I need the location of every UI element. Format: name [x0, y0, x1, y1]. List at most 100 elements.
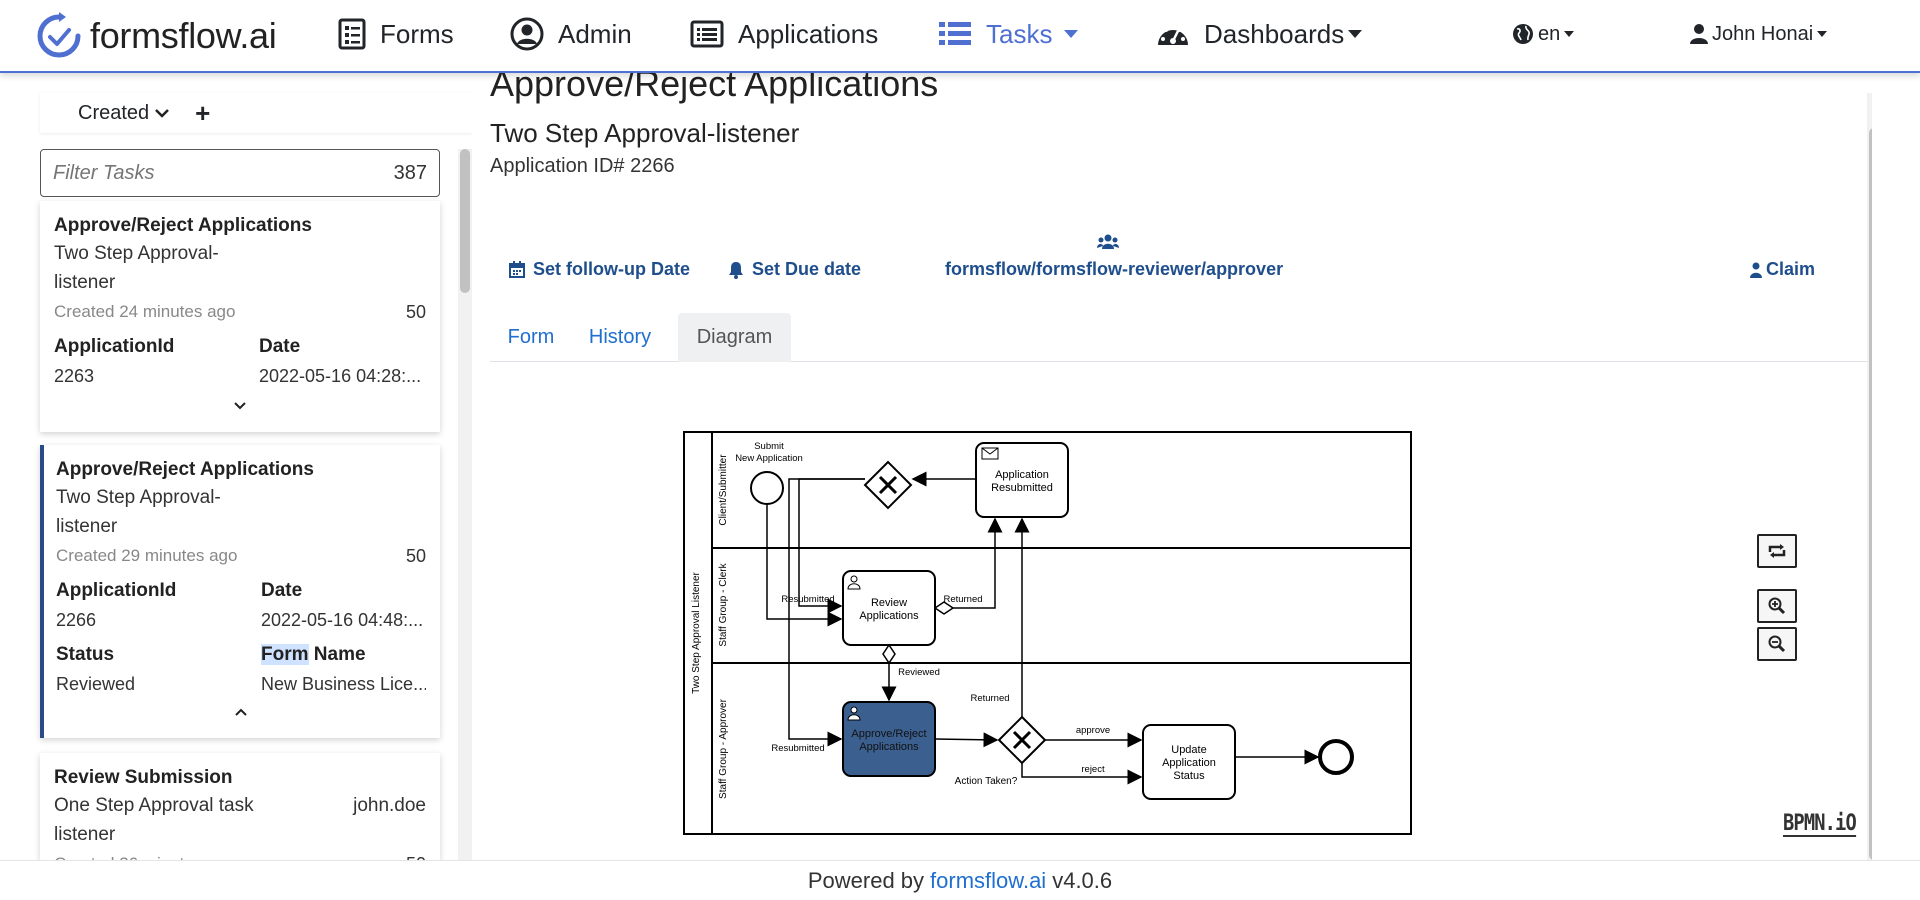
task-field-label: Date — [259, 336, 301, 357]
user-circle-icon — [510, 17, 544, 51]
tasks-list-icon — [939, 22, 971, 45]
nav-forms[interactable]: Forms — [338, 14, 454, 54]
language-selector[interactable]: en — [1512, 14, 1575, 54]
top-navbar: formsflow.ai Forms Admin Applications — [0, 0, 1920, 73]
task-card[interactable]: Approve/Reject Applications Two Step App… — [40, 201, 440, 432]
footer-link[interactable]: formsflow.ai — [930, 867, 1047, 893]
user-menu[interactable]: John Honai — [1690, 14, 1828, 54]
sidebar-scrollbar-thumb[interactable] — [460, 149, 470, 293]
nav-applications[interactable]: Applications — [690, 14, 878, 54]
forms-icon — [338, 18, 366, 50]
task-application-resubmitted[interactable] — [975, 442, 1069, 518]
task-label: Status — [1173, 770, 1205, 782]
label-text: Name — [308, 644, 366, 665]
zoom-in-icon — [1768, 597, 1786, 615]
task-label: Application — [995, 469, 1049, 481]
collapse-task-button[interactable] — [56, 699, 426, 727]
sidebar-scrollbar-track — [458, 149, 472, 860]
task-created: Created 36 minutes ago — [54, 849, 235, 860]
user-icon — [1750, 262, 1762, 278]
due-date-label: Set Due date — [752, 259, 862, 279]
zoom-out-button[interactable] — [1757, 627, 1797, 661]
end-event[interactable] — [1318, 739, 1354, 775]
highlighted-text: Form — [261, 644, 309, 665]
task-detail-title: Approve/Reject Applications — [490, 73, 939, 104]
flow-label: Reviewed — [898, 667, 940, 678]
start-event[interactable] — [750, 471, 784, 505]
nav-admin[interactable]: Admin — [510, 14, 632, 54]
expand-task-button[interactable] — [54, 391, 426, 419]
caret-down-icon — [1064, 30, 1079, 38]
task-label: Application — [1162, 757, 1216, 769]
chevron-up-icon — [235, 708, 247, 716]
sort-dropdown[interactable]: Created — [78, 102, 170, 125]
task-detail-panel: Approve/Reject Applications Two Step App… — [490, 73, 1872, 860]
task-field-label: Status — [56, 644, 115, 665]
zoom-in-button[interactable] — [1757, 589, 1797, 623]
lane-label: Staff Group - Clerk — [718, 562, 729, 646]
tab-diagram[interactable]: Diagram — [678, 313, 791, 362]
task-field-value: Reviewed — [56, 674, 136, 694]
task-title: Review Submission — [54, 767, 233, 788]
set-follow-up-date-button[interactable]: Set follow-up Date — [509, 259, 690, 280]
task-field-value: 2266 — [56, 610, 97, 630]
task-field-label: ApplicationId — [56, 580, 177, 601]
bell-icon — [729, 261, 743, 279]
bpmn-diagram[interactable]: Two Step Approval Listener Client/Submit… — [683, 431, 1413, 839]
flow-label: Returned — [943, 594, 982, 605]
tab-history[interactable]: History — [588, 326, 652, 348]
follow-up-label: Set follow-up Date — [533, 259, 690, 279]
chevron-down-icon — [155, 109, 170, 118]
task-field-value: 2022-05-16 04:28:... — [259, 366, 422, 386]
main-scrollbar-thumb[interactable] — [1869, 128, 1872, 860]
start-event-label: New Application — [735, 453, 803, 464]
flow-label: Resubmitted — [771, 743, 824, 754]
nav-dashboards-label: Dashboards — [1204, 18, 1345, 49]
task-field-label: Form Name — [261, 641, 426, 669]
user-icon — [1690, 24, 1708, 44]
task-card[interactable]: Review Submission One Step Approval task… — [40, 753, 440, 860]
task-subtitle: Two Step Approval-listener — [56, 487, 221, 537]
task-created: Created 29 minutes ago — [56, 546, 238, 565]
chevron-down-icon — [234, 402, 246, 410]
task-update-application-status[interactable] — [1142, 724, 1236, 800]
task-subtitle: One Step Approval task listener — [54, 795, 254, 845]
footer: Powered by formsflow.ai v4.0.6 — [0, 860, 1920, 900]
bpmn-io-watermark[interactable]: BPMN.iO — [1783, 811, 1857, 837]
reset-zoom-button[interactable] — [1757, 534, 1797, 568]
footer-version: v4.0.6 — [1052, 867, 1113, 893]
footer-prefix: Powered by — [807, 867, 925, 893]
task-field-value: 2263 — [54, 366, 95, 386]
task-label: Applications — [859, 610, 919, 622]
lane-label: Staff Group - Approver — [718, 698, 729, 799]
brand-name: formsflow.ai — [90, 15, 277, 56]
formsflow-logo-icon — [37, 12, 81, 58]
task-created: Created 24 minutes ago — [54, 302, 236, 321]
task-field-label: ApplicationId — [54, 336, 175, 357]
task-priority: 50 — [405, 301, 426, 322]
tab-form[interactable]: Form — [507, 326, 555, 348]
brand[interactable]: formsflow.ai — [36, 8, 277, 64]
claim-button[interactable]: Claim — [1750, 259, 1815, 280]
application-id: Application ID# 2266 — [490, 155, 675, 177]
filter-tasks-input[interactable] — [53, 161, 394, 185]
nav-dashboards[interactable]: Dashboards — [1156, 14, 1363, 54]
add-sort-button[interactable]: + — [195, 98, 211, 128]
caret-down-icon — [1348, 30, 1363, 38]
task-list-sidebar: Created + 387 Approve/Reject Application… — [20, 73, 472, 860]
candidate-group-label: formsflow/formsflow-reviewer/approver — [945, 259, 1284, 279]
gateway-label: Action Taken? — [955, 776, 1018, 787]
task-subtitle: Two Step Approval-listener — [54, 243, 219, 293]
task-field-value: 2022-05-16 04:48:... — [261, 610, 424, 630]
task-card-selected[interactable]: Approve/Reject Applications Two Step App… — [40, 445, 440, 738]
pool-label: Two Step Approval Listener — [691, 571, 702, 693]
nav-forms-label: Forms — [380, 18, 454, 49]
task-label: Review — [871, 597, 907, 609]
task-detail-subtitle: Two Step Approval-listener — [490, 118, 800, 148]
candidate-group-link[interactable]: formsflow/formsflow-reviewer/approver — [945, 259, 1283, 280]
task-label: Update — [1171, 744, 1206, 756]
nav-tasks[interactable]: Tasks — [938, 14, 1079, 54]
nav-applications-label: Applications — [738, 18, 879, 49]
set-due-date-button[interactable]: Set Due date — [728, 259, 861, 280]
caret-down-icon — [1817, 31, 1828, 37]
